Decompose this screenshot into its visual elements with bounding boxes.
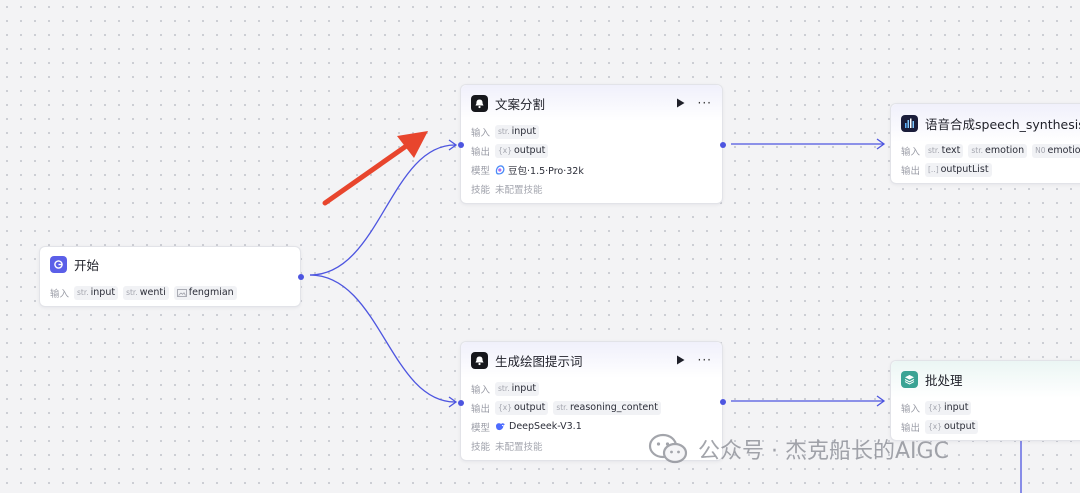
llm-icon [471, 94, 488, 112]
node-split-output-row: 输出 {x}output [461, 141, 722, 160]
node-prompt-title: 生成绘图提示词 [495, 353, 583, 369]
param-tag[interactable]: N0emotion_sca [1032, 143, 1080, 158]
node-start-title: 开始 [74, 258, 100, 273]
model-label: 模型 [471, 165, 491, 177]
node-split-input-row: 输入 str.input [461, 122, 722, 141]
more-options-icon[interactable]: ··· [697, 96, 712, 110]
play-icon[interactable] [676, 98, 686, 108]
node-tts-input-row: 输入 str.text str.emotion N0emotion_sca [891, 141, 1080, 160]
edge-start-to-prompt [309, 274, 456, 403]
skill-value[interactable]: 未配置技能 [495, 184, 543, 196]
node-split-header: 文案分割 ··· [461, 85, 722, 121]
node-batch-header: 批处理 [891, 361, 1080, 398]
llm-icon [471, 351, 488, 369]
node-split[interactable]: 文案分割 ··· 输入 str.input 输出 {x}output 模型 豆包… [458, 84, 726, 204]
model-selector[interactable]: 豆包·1.5·Pro·32k [495, 163, 584, 177]
node-prompt-header: 生成绘图提示词 ··· [461, 342, 722, 378]
param-tag[interactable]: str.emotion [968, 143, 1028, 158]
node-batch-title: 批处理 [925, 373, 963, 388]
annotation-arrowhead [397, 131, 428, 158]
node-prompt-output-port[interactable] [720, 399, 726, 405]
annotation-arrow [322, 139, 415, 206]
node-tts-header: 语音合成speech_synthesis [891, 104, 1080, 142]
wechat-icon [648, 433, 688, 464]
param-tag[interactable]: {x}output [925, 419, 979, 434]
node-batch[interactable]: 批处理 输入 {x}input 输出 {x}output [890, 360, 1080, 441]
node-split-input-port[interactable] [458, 142, 464, 148]
input-label: 输入 [901, 146, 921, 158]
image-type-icon [176, 288, 187, 297]
node-split-title: 文案分割 [495, 96, 546, 112]
node-start-header: 开始 [40, 247, 300, 282]
node-prompt-input-row: 输入 str.input [461, 379, 722, 398]
output-label: 输出 [471, 146, 491, 158]
param-tag[interactable]: {x}output [495, 143, 549, 158]
edge-start-to-split [309, 144, 456, 276]
node-split-output-port[interactable] [720, 142, 726, 148]
param-tag[interactable]: {x}output [495, 400, 549, 415]
node-batch-input-row: 输入 {x}input [891, 398, 1080, 417]
input-label: 输入 [471, 127, 491, 139]
input-label: 输入 [471, 384, 491, 396]
node-prompt[interactable]: 生成绘图提示词 ··· 输入 str.input 输出 {x}output st… [458, 341, 726, 461]
skill-label: 技能 [471, 441, 491, 453]
node-prompt-model-row: 模型 DeepSeek-V3.1 [461, 417, 722, 436]
node-start-output-port[interactable] [298, 274, 304, 280]
param-tag[interactable]: str.wenti [123, 285, 169, 300]
node-split-skill-row: 技能 未配置技能 [461, 179, 722, 198]
node-batch-output-row: 输出 {x}output [891, 417, 1080, 436]
node-tts-title: 语音合成speech_synthesis [925, 116, 1080, 132]
node-tts[interactable]: 语音合成speech_synthesis 输入 str.text str.emo… [890, 103, 1080, 184]
output-label: 输出 [901, 422, 921, 434]
batch-layers-icon [901, 371, 918, 388]
param-tag[interactable]: str.input [495, 124, 540, 139]
param-tag[interactable]: str.reasoning_content [553, 400, 661, 415]
param-tag[interactable]: str.text [925, 143, 964, 158]
deepseek-icon [496, 423, 505, 431]
param-tag[interactable]: str.input [74, 285, 119, 300]
doubao-icon [495, 164, 505, 175]
node-start[interactable]: 开始 输入 str.input str.wenti fengmian [39, 246, 304, 307]
watermark-text: 公众号 · 杰克船长的AIGC [698, 439, 949, 464]
node-split-model-row: 模型 豆包·1.5·Pro·32k [461, 160, 722, 179]
edge-arrowhead-tts [876, 138, 886, 150]
model-label: 模型 [471, 422, 491, 434]
node-prompt-input-port[interactable] [458, 400, 464, 406]
node-prompt-skill-row: 技能 未配置技能 [461, 436, 722, 455]
param-tag[interactable]: str.input [495, 381, 540, 396]
edge-arrowhead-split [448, 139, 458, 151]
model-selector[interactable]: DeepSeek-V3.1 [495, 421, 582, 432]
input-label: 输入 [50, 288, 70, 300]
node-tts-output-row: 输出 [..]outputList [891, 160, 1080, 179]
skill-value[interactable]: 未配置技能 [495, 441, 543, 453]
watermark: 公众号 · 杰克船长的AIGC [648, 433, 949, 465]
edge-arrowhead-batch [876, 395, 886, 407]
node-start-inputs-row: 输入 str.input str.wenti fengmian [40, 283, 300, 302]
play-icon[interactable] [676, 355, 686, 365]
param-tag[interactable]: fengmian [173, 285, 237, 300]
skill-label: 技能 [471, 184, 491, 196]
param-tag[interactable]: {x}input [925, 400, 972, 415]
output-label: 输出 [471, 403, 491, 415]
param-tag[interactable]: [..]outputList [925, 162, 992, 177]
edge-arrowhead-prompt [448, 396, 458, 408]
audio-waveform-icon [901, 114, 918, 132]
node-prompt-output-row: 输出 {x}output str.reasoning_content [461, 398, 722, 417]
start-icon [50, 256, 67, 273]
output-label: 输出 [901, 165, 921, 177]
input-label: 输入 [901, 403, 921, 415]
more-options-icon[interactable]: ··· [697, 353, 712, 367]
